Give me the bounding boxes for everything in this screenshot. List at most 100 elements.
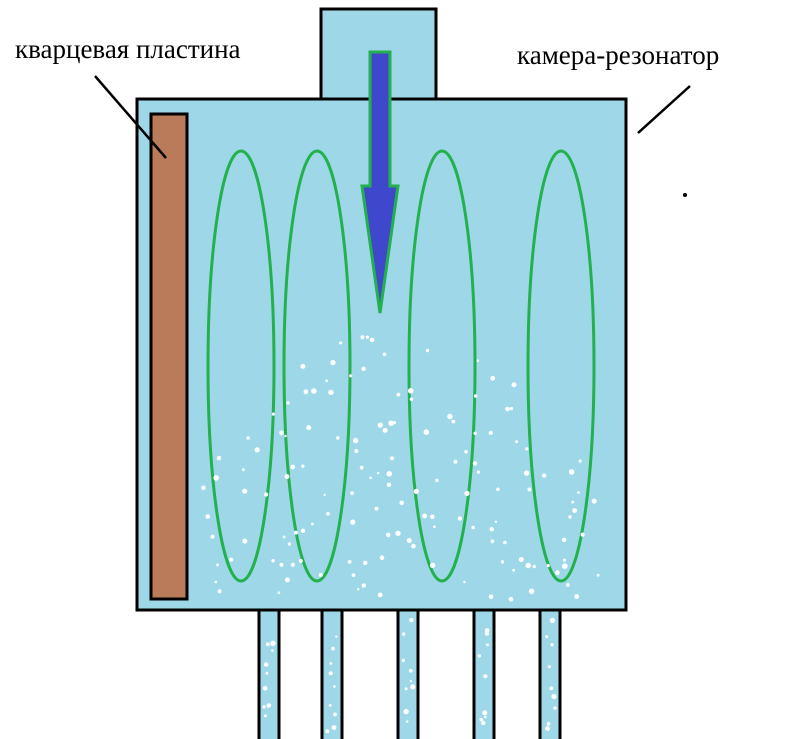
mist-droplet — [350, 519, 356, 525]
mist-droplet — [323, 493, 326, 497]
mist-droplet — [453, 459, 458, 464]
mist-droplet — [476, 470, 480, 474]
mist-droplet — [413, 488, 419, 494]
mist-droplet — [409, 618, 414, 623]
mist-droplet — [512, 568, 515, 572]
mist-droplet — [488, 430, 493, 435]
mist-droplet — [578, 459, 582, 463]
mist-droplet — [213, 475, 219, 481]
mist-droplet — [263, 714, 267, 718]
mist-droplet — [566, 583, 570, 587]
mist-droplet — [476, 359, 480, 363]
mist-droplet — [300, 363, 306, 369]
mist-droplet — [318, 573, 323, 577]
mist-droplet — [568, 469, 575, 475]
mist-droplet — [435, 478, 439, 483]
mist-droplet — [553, 706, 557, 710]
mist-droplet — [508, 596, 514, 602]
mist-droplet — [216, 563, 219, 567]
mist-droplet — [369, 476, 372, 480]
mist-droplet — [246, 436, 250, 440]
mist-droplet — [262, 705, 266, 709]
mist-droplet — [429, 562, 436, 568]
mist-droplet — [411, 543, 416, 549]
mist-droplet — [242, 538, 248, 544]
outlet-tube — [472, 608, 496, 739]
mist-droplet — [406, 538, 412, 543]
mist-droplet — [325, 379, 329, 383]
mist-droplet — [359, 465, 364, 470]
mist-droplet — [489, 526, 495, 532]
mist-droplet — [396, 392, 401, 397]
mist-droplet — [277, 591, 281, 594]
mist-droplet — [473, 431, 477, 435]
mist-droplet — [484, 628, 490, 633]
mist-droplet — [363, 560, 368, 565]
mist-droplet — [301, 464, 305, 468]
mist-droplet — [545, 635, 549, 639]
outlet-tubes — [257, 608, 562, 739]
mist-droplet — [511, 382, 517, 388]
mist-droplet — [546, 564, 550, 568]
mist-droplet — [271, 412, 275, 416]
mist-droplet — [484, 631, 489, 636]
mist-droplet — [335, 635, 338, 638]
inflow-arrow — [360, 50, 400, 314]
mist-droplet — [407, 388, 414, 394]
standing-waves — [206, 149, 596, 583]
mist-droplet — [263, 662, 269, 667]
mist-droplet — [290, 562, 295, 567]
mist-droplet — [571, 500, 575, 504]
mist-droplet — [361, 583, 366, 588]
mist-droplet — [545, 726, 550, 731]
mist-droplet — [388, 420, 394, 426]
mist-droplet — [376, 471, 380, 475]
mist-droplet — [409, 397, 414, 401]
mist-droplet — [325, 729, 330, 734]
label-quartz-plate: кварцевая пластина — [15, 34, 241, 64]
mist-droplet — [328, 704, 332, 707]
mist-droplet — [386, 482, 392, 487]
quartz-plate — [149, 112, 189, 601]
mist-droplet — [242, 468, 245, 472]
mist-droplet — [293, 530, 298, 535]
mist-droplet — [382, 352, 387, 357]
mist-droplet — [408, 668, 413, 673]
mist-droplet — [386, 471, 393, 477]
mist-droplet — [433, 525, 436, 529]
mist-droplet — [596, 573, 600, 577]
mist-droplet — [505, 406, 510, 412]
mist-droplet — [410, 684, 416, 690]
mist-droplet — [351, 573, 356, 577]
mist-droplet — [361, 366, 366, 371]
mist-droplet — [422, 513, 427, 519]
mist-droplet — [479, 717, 483, 722]
mist-droplet — [473, 394, 478, 398]
mist-droplet — [518, 557, 524, 562]
mist-droplet — [328, 389, 334, 396]
mist-droplet — [354, 449, 359, 453]
mist-droplet — [546, 722, 551, 726]
mist-droplet — [399, 500, 405, 506]
mist-droplet — [386, 532, 391, 538]
mist-droplet — [210, 534, 215, 539]
mist-droplet — [229, 557, 234, 562]
mist-droplet — [217, 589, 222, 594]
mist-droplet — [271, 649, 274, 652]
mist-droplet — [423, 429, 430, 436]
mist-droplet — [377, 422, 383, 428]
standing-wave-loop — [206, 149, 276, 583]
mist-droplet — [447, 413, 453, 420]
mist-droplet — [527, 487, 532, 492]
mist-droplet — [532, 564, 536, 569]
mist-droplet — [326, 511, 330, 516]
mist-droplet — [488, 594, 494, 599]
mist-droplet — [360, 335, 365, 340]
mist-droplet — [574, 594, 580, 599]
mist-droplet — [404, 687, 408, 691]
mist-droplet — [379, 555, 385, 560]
stray-dot — [683, 193, 687, 197]
mist-droplets — [201, 335, 600, 734]
mist-droplet — [523, 470, 530, 476]
mist-droplet — [331, 646, 335, 651]
